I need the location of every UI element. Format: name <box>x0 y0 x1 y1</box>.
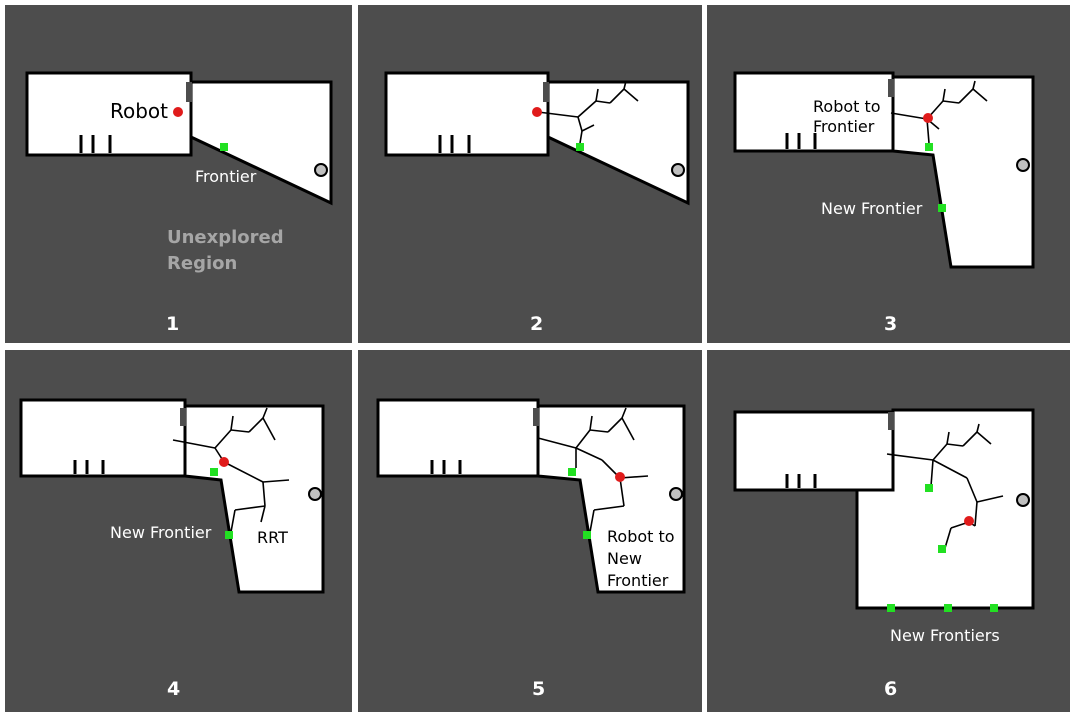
rrt-tree <box>886 423 1004 549</box>
explored-map <box>376 398 686 594</box>
explored-map <box>25 71 333 206</box>
frontier-marker <box>925 143 933 151</box>
robot-marker <box>173 107 183 117</box>
robot-marker <box>532 107 542 117</box>
panel-number: 1 <box>166 313 180 335</box>
robot-to-frontier-label: Robot to Frontier <box>813 97 881 136</box>
panel-3: Robot to Frontier New Frontier 3 <box>707 5 1070 343</box>
frontier-marker <box>925 484 933 492</box>
map-panel-2 <box>384 71 690 206</box>
rrt-label: RRT <box>614 124 645 143</box>
map-panel-4 <box>19 398 325 594</box>
robot-marker <box>964 516 974 526</box>
frontier-label: Frontier <box>195 167 257 186</box>
new-frontier-marker <box>225 531 233 539</box>
panel-number: 4 <box>167 678 181 700</box>
panel-2: RRT 2 <box>358 5 702 343</box>
new-frontier-marker <box>990 604 998 612</box>
new-frontier-marker <box>938 204 946 212</box>
unexplored-region-label: Unexplored Region <box>167 227 284 274</box>
map-panel-6 <box>733 408 1035 612</box>
rrt-tree <box>537 80 639 144</box>
map-panel-3 <box>733 71 1035 269</box>
panel-5: Robot to New Frontier 5 <box>358 350 702 712</box>
new-frontier-marker <box>944 604 952 612</box>
robot-marker <box>219 457 229 467</box>
robot-marker <box>615 472 625 482</box>
panel-number: 6 <box>884 678 898 700</box>
explored-map <box>19 398 325 594</box>
explored-map <box>733 408 1035 610</box>
rrt-tree <box>172 407 290 533</box>
rrt-label: RRT <box>257 528 288 547</box>
rrt-tree <box>537 407 649 533</box>
frontier-marker <box>220 143 228 151</box>
frontier-marker <box>576 143 584 151</box>
robot-to-new-frontier-label: Robot to New Frontier <box>607 527 675 590</box>
panel-6: New Frontiers 6 <box>707 350 1070 712</box>
frontier-marker <box>568 468 576 476</box>
robot-marker <box>923 113 933 123</box>
new-frontier-label: New Frontier <box>110 523 212 542</box>
new-frontier-marker <box>887 604 895 612</box>
map-panel-5 <box>376 398 686 594</box>
new-frontier-marker <box>583 531 591 539</box>
panel-number: 2 <box>530 313 544 335</box>
frontier-marker <box>210 468 218 476</box>
frontier-marker <box>938 545 946 553</box>
explored-map <box>733 71 1035 269</box>
new-frontier-label: New Frontier <box>821 199 923 218</box>
robot-label: Robot <box>110 99 169 123</box>
panel-4: New Frontier RRT 4 <box>5 350 352 712</box>
map-panel-1 <box>25 71 333 206</box>
panel-1: Robot Frontier Unexplored Region 1 <box>5 5 352 343</box>
new-frontiers-label: New Frontiers <box>890 626 1000 645</box>
panel-number: 5 <box>532 678 546 700</box>
panel-number: 3 <box>884 313 898 335</box>
